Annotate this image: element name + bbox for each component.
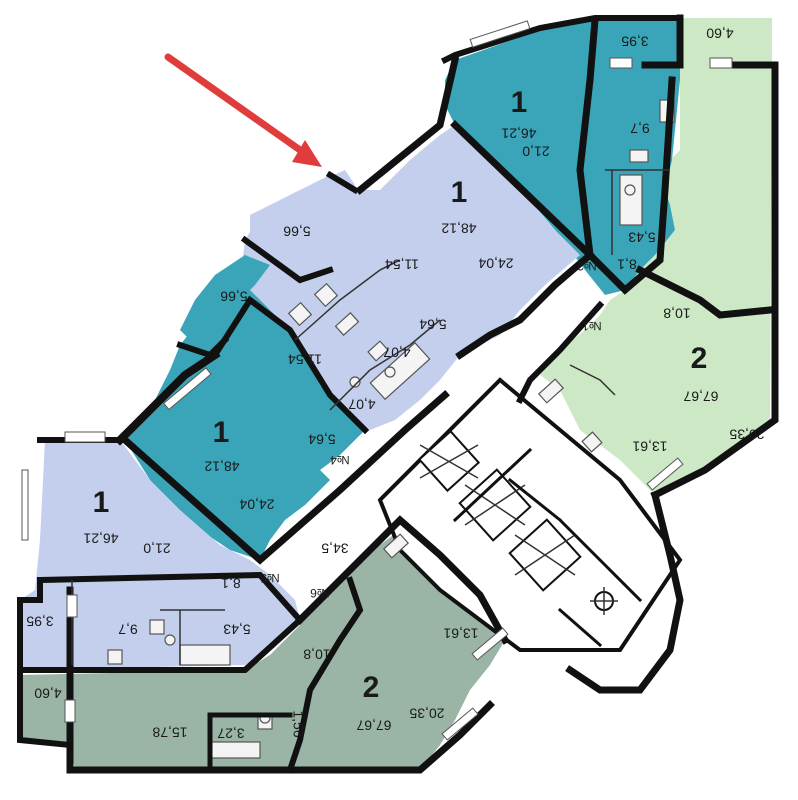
- room-area: 20,35: [409, 705, 444, 721]
- room-area: 24,04: [478, 255, 513, 271]
- room-area: 3,95: [26, 613, 53, 629]
- room-area: 21,0: [143, 540, 170, 556]
- apartment-bottom-2-fill[interactable]: [18, 530, 505, 770]
- apartment-top-right-1-fill[interactable]: [445, 20, 680, 295]
- room-count: 1: [511, 86, 528, 119]
- room-area: 15,78: [152, 724, 187, 740]
- room-count: 2: [363, 671, 380, 704]
- room-area: 5,64: [419, 316, 446, 332]
- room-area: 11,54: [288, 351, 322, 367]
- bathtub-icon: [179, 644, 231, 666]
- walls: [17, 14, 779, 774]
- room-area: 4,60: [34, 685, 61, 701]
- room-area: 8,1: [617, 256, 637, 272]
- sink-icon: [334, 312, 360, 336]
- sink-icon: [367, 340, 389, 362]
- windows: [21, 20, 733, 741]
- apartment-number: №4: [330, 453, 350, 467]
- room-area: 5,43: [223, 621, 250, 637]
- room-area: 10,8: [663, 305, 690, 321]
- room-area: 11,54: [385, 256, 419, 272]
- bathtub-icon: [369, 341, 431, 401]
- apartment-fills: [18, 18, 772, 770]
- room-area: 9,7: [630, 120, 650, 136]
- room-area: 13,61: [632, 438, 667, 454]
- apartment-number: №1: [582, 319, 602, 333]
- toilet-icon: [164, 634, 176, 646]
- loggia-lower-fill: [180, 255, 270, 350]
- apartment-area: 48,12: [204, 458, 239, 474]
- room-area: 20,35: [729, 426, 764, 442]
- room-area: 3,27: [217, 725, 244, 741]
- apartment-right-2-fill[interactable]: [540, 18, 772, 495]
- stove-icon: [287, 301, 313, 327]
- toilet-icon: [384, 366, 396, 378]
- apartment-area: 46,21: [501, 125, 536, 141]
- apartment-number: №2: [577, 259, 597, 273]
- corridor-area: 34,5: [321, 540, 348, 556]
- stove-icon: [107, 649, 123, 665]
- labels: 1 46,21 21,0 9,7 5,43 8,1 3,95 №2 1 48,1…: [26, 25, 764, 741]
- sink-icon: [537, 378, 565, 404]
- room-area: 4,07: [383, 344, 410, 360]
- apartment-area: 48,12: [441, 220, 476, 236]
- room-count: 1: [451, 176, 468, 209]
- apartment-area: 46,21: [83, 530, 118, 546]
- room-area: 9,7: [118, 621, 138, 637]
- room-count: 1: [93, 486, 110, 519]
- apartment-area: 67,67: [683, 388, 718, 404]
- room-count: 2: [691, 342, 708, 375]
- room-area: 5,66: [283, 223, 310, 239]
- apartment-number: №6: [310, 586, 330, 600]
- room-area: 3,95: [621, 33, 648, 49]
- bathtub-icon: [619, 174, 643, 226]
- apartment-area: 67,67: [356, 717, 391, 733]
- room-area: 24,04: [239, 496, 274, 512]
- room-area: 5,43: [628, 229, 655, 245]
- room-area: 8,1: [221, 575, 241, 591]
- apartment-number: №5: [260, 571, 280, 585]
- room-area: 13,61: [443, 625, 478, 641]
- bathtub-icon: [209, 741, 261, 759]
- room-area: 1,56: [290, 710, 306, 737]
- red-arrow-icon: [164, 53, 322, 167]
- room-area: 4,07: [348, 396, 375, 412]
- room-area: 5,66: [220, 288, 247, 304]
- room-area: 5,64: [308, 431, 335, 447]
- room-area: 21,0: [522, 143, 549, 159]
- sink-icon: [382, 533, 410, 559]
- stair-core: [377, 377, 683, 652]
- loggia-upper-fill: [250, 170, 355, 265]
- apartment-left-1-fill[interactable]: [20, 440, 300, 670]
- fixtures: [107, 99, 675, 759]
- stove-icon: [581, 431, 603, 453]
- sink-icon: [629, 149, 649, 163]
- room-area: 10,8: [303, 646, 330, 662]
- toilet-icon: [349, 376, 361, 388]
- room-area: 4,60: [706, 25, 733, 41]
- stove-icon: [313, 282, 339, 308]
- sink-icon: [149, 619, 165, 635]
- room-count: 1: [213, 416, 230, 449]
- toilet-icon: [624, 184, 636, 196]
